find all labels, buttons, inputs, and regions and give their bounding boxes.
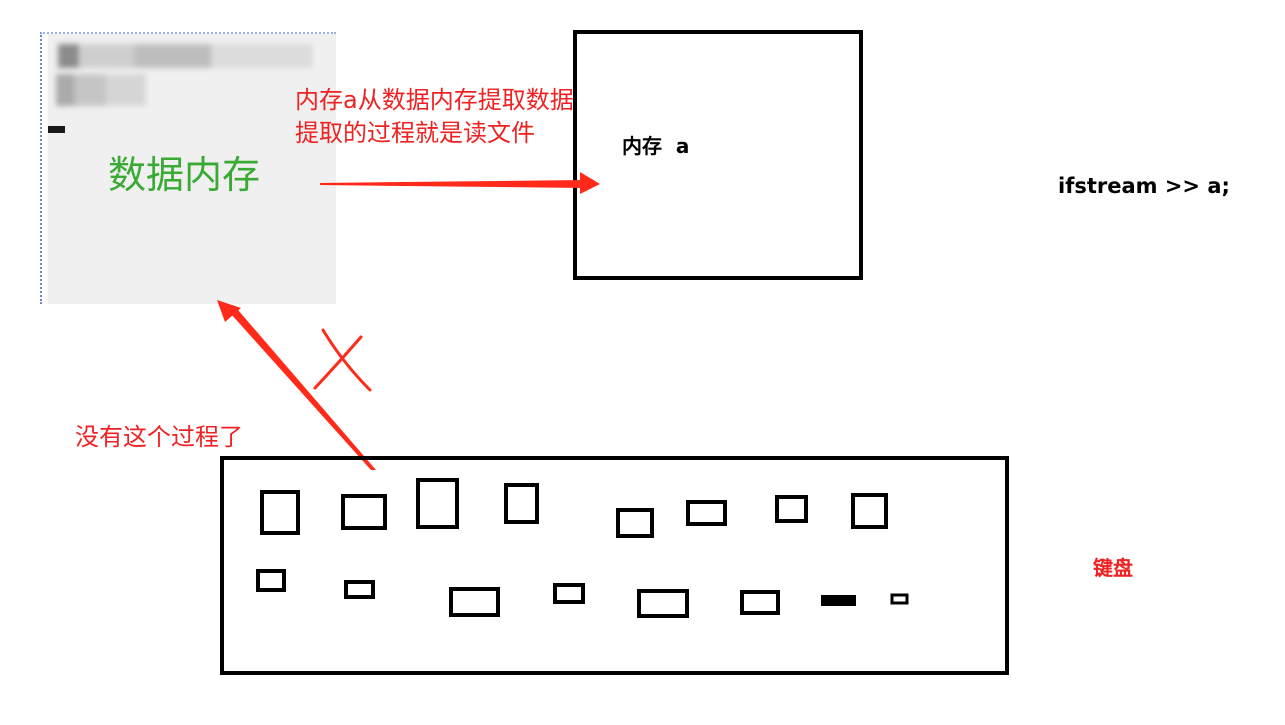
- keyboard-key: [341, 494, 387, 530]
- keyboard-key: [344, 580, 375, 599]
- ifstream-code: ifstream >> a;: [1058, 174, 1230, 198]
- keyboard-key: [504, 483, 539, 524]
- read-note-line-1: 内存a从数据内存提取数据: [295, 86, 574, 114]
- keyboard-key: [686, 500, 727, 526]
- keyboard-key: [890, 593, 909, 605]
- keyboard-key: [260, 490, 300, 535]
- memory-a-box: [573, 30, 863, 280]
- keyboard-key: [553, 583, 585, 604]
- keyboard-key: [775, 495, 808, 523]
- keyboard-key: [740, 590, 780, 615]
- blurred-content: [56, 74, 146, 106]
- keyboard-key: [821, 595, 856, 606]
- keyboard-arrow: [217, 300, 376, 470]
- keyboard-key: [616, 508, 654, 538]
- keyboard-label: 键盘: [1093, 556, 1133, 580]
- keyboard-key: [256, 569, 286, 592]
- read-note-line-2: 提取的过程就是读文件: [295, 119, 535, 147]
- blurred-content: [58, 44, 313, 68]
- memory-a-label: 内存 a: [622, 134, 690, 158]
- keyboard-key: [637, 589, 689, 618]
- read-arrow: [320, 172, 600, 194]
- no-process-note: 没有这个过程了: [75, 423, 243, 451]
- keyboard: [220, 456, 1009, 675]
- panel-dotted-edge: [40, 32, 336, 304]
- keyboard-outline: [220, 456, 1009, 675]
- cursor-marker: [48, 126, 65, 133]
- data-memory-label: 数据内存: [108, 153, 261, 197]
- keyboard-key: [416, 478, 459, 529]
- keyboard-key: [449, 587, 500, 617]
- cross-icon: [313, 328, 372, 392]
- keyboard-key: [851, 493, 888, 529]
